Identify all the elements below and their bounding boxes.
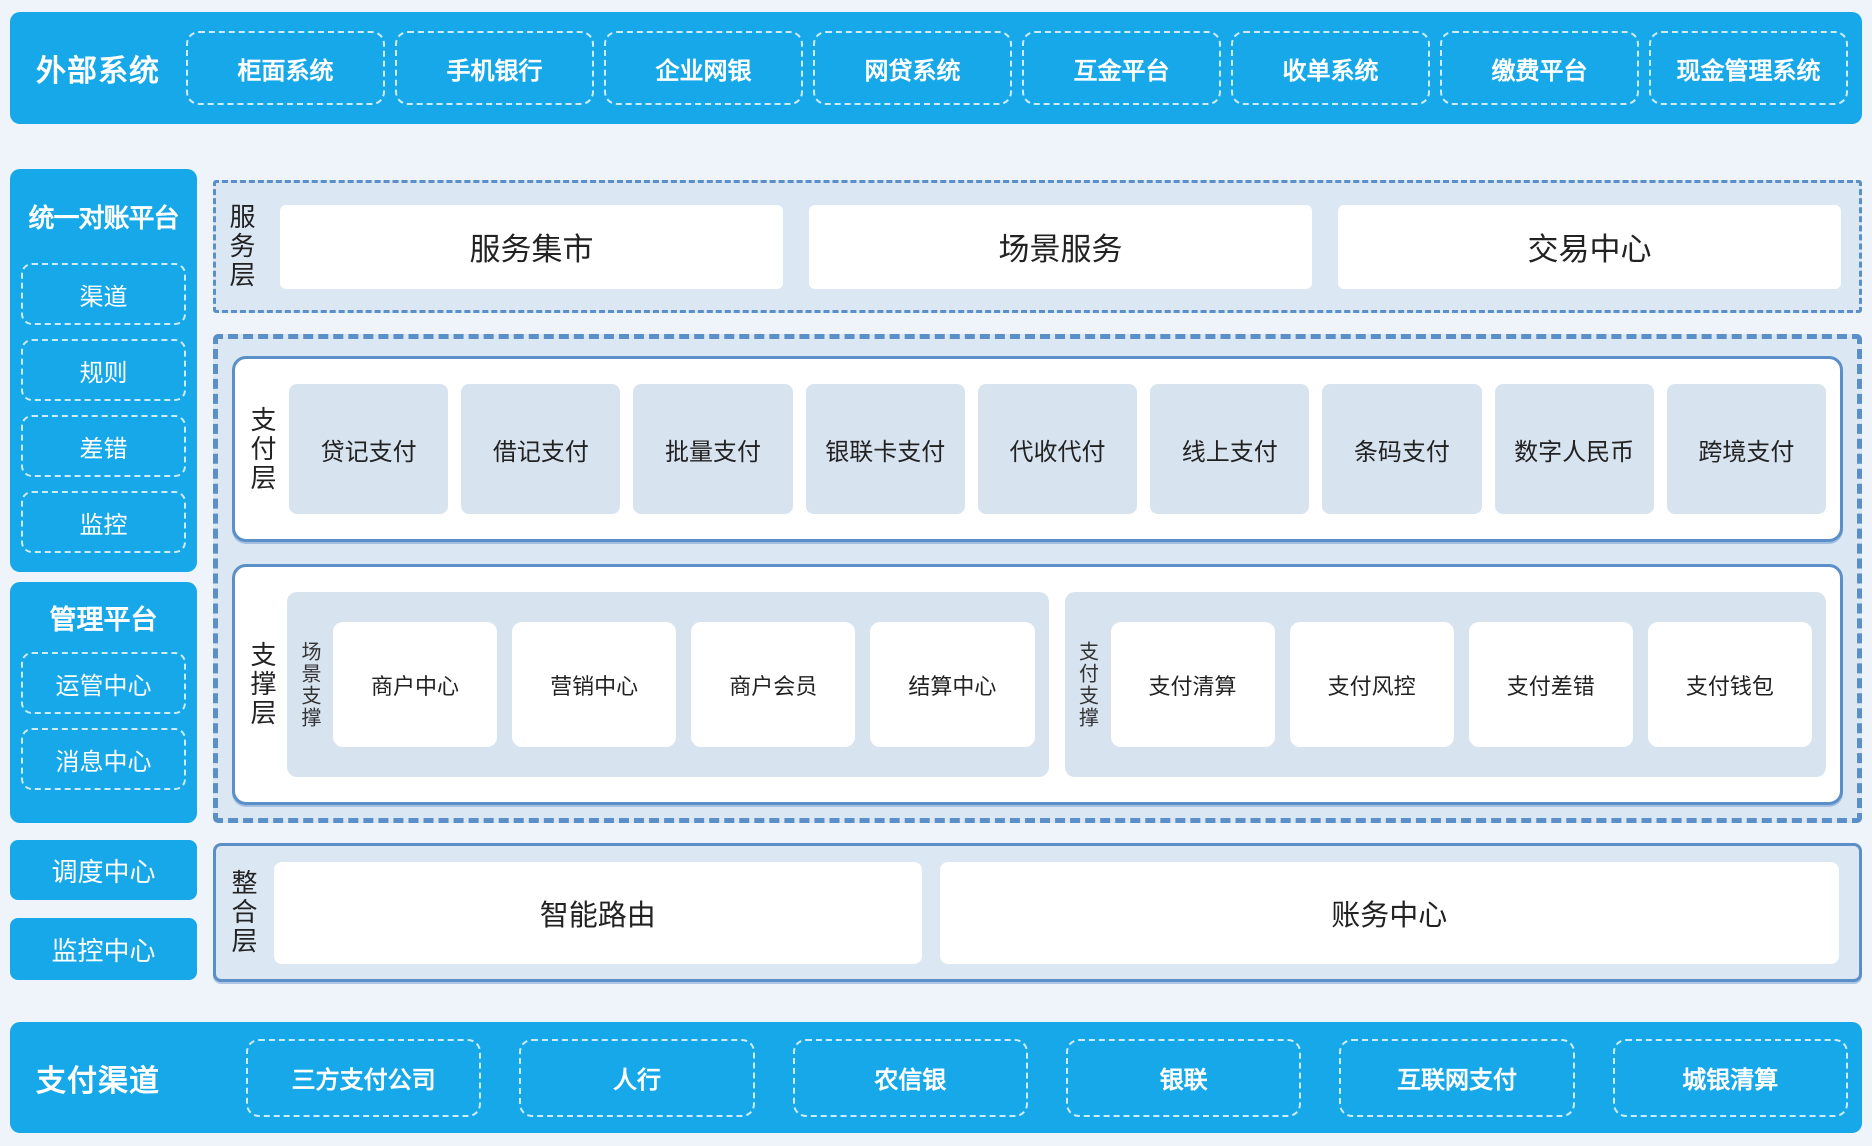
payment-layer: 支付层 贷记支付 借记支付 批量支付 银联卡支付 代收代付 线上支付 条码支付 … [232, 356, 1843, 542]
scene-support-item: 营销中心 [512, 622, 677, 747]
scene-support-label: 场景支撑 [298, 640, 320, 729]
payment-layer-items: 贷记支付 借记支付 批量支付 银联卡支付 代收代付 线上支付 条码支付 数字人民… [289, 384, 1826, 514]
reconciliation-platform-title: 统一对账平台 [28, 202, 179, 233]
scene-support-panel: 场景支撑 商户中心 营销中心 商户会员 结算中心 [287, 592, 1049, 777]
scene-support-item: 结算中心 [870, 622, 1035, 747]
payment-item: 跨境支付 [1666, 384, 1826, 514]
payment-support-panel: 支付支撑 支付清算 支付风控 支付差错 支付钱包 [1064, 592, 1826, 777]
middle-region: 统一对账平台 渠道 规则 差错 监控 管理平台 运管中心 消息中心 调度中心 监… [10, 169, 1862, 1022]
external-system-item: 互金平台 [1022, 31, 1221, 105]
reconciliation-item: 渠道 [21, 263, 186, 325]
service-layer: 服务层 服务集市 场景服务 交易中心 [213, 180, 1862, 313]
external-system-item: 现金管理系统 [1649, 31, 1848, 105]
left-sidebar: 统一对账平台 渠道 规则 差错 监控 管理平台 运管中心 消息中心 调度中心 监… [10, 169, 197, 1022]
integration-item: 账务中心 [939, 861, 1839, 964]
management-platform-panel: 管理平台 运管中心 消息中心 [10, 582, 197, 823]
payment-channel-item: 城银清算 [1612, 1038, 1848, 1117]
payment-support-label: 支付支撑 [1075, 640, 1098, 729]
external-system-item: 收单系统 [1231, 31, 1430, 105]
external-system-item: 缴费平台 [1440, 31, 1639, 105]
payment-item: 银联卡支付 [805, 384, 965, 514]
scene-support-item: 商户中心 [333, 622, 498, 747]
payment-channels-title: 支付渠道 [36, 1064, 160, 1098]
scene-support-items: 商户中心 营销中心 商户会员 结算中心 [333, 622, 1035, 747]
payment-channel-item: 银联 [1065, 1038, 1302, 1117]
payment-item: 代收代付 [977, 384, 1138, 514]
external-systems-title: 外部系统 [36, 55, 160, 88]
payment-support-items: 支付清算 支付风控 支付差错 支付钱包 [1110, 622, 1812, 747]
payment-channel-item: 农信银 [792, 1038, 1028, 1117]
payment-item: 条码支付 [1322, 384, 1482, 514]
reconciliation-item: 监控 [21, 491, 186, 553]
service-item: 场景服务 [809, 204, 1312, 289]
payment-channel-item: 人行 [519, 1038, 755, 1117]
external-systems-items: 柜面系统 手机银行 企业网银 网贷系统 互金平台 收单系统 缴费平台 现金管理系… [186, 12, 1848, 124]
payment-layer-label: 支付层 [247, 405, 277, 493]
integration-item: 智能路由 [274, 861, 922, 964]
payment-support-item: 支付差错 [1468, 622, 1633, 747]
support-layer-groups: 场景支撑 商户中心 营销中心 商户会员 结算中心 支付支撑 支付清算 [287, 592, 1826, 777]
support-layer: 支撑层 场景支撑 商户中心 营销中心 商户会员 结算中心 [232, 564, 1843, 805]
payment-support-group: 支付层 贷记支付 借记支付 批量支付 银联卡支付 代收代付 线上支付 条码支付 … [213, 334, 1862, 823]
payment-item: 数字人民币 [1494, 384, 1654, 514]
service-item: 交易中心 [1338, 204, 1841, 289]
scene-support-item: 商户会员 [691, 622, 856, 747]
management-item: 运管中心 [21, 652, 186, 714]
payment-channels-bar: 支付渠道 三方支付公司 人行 农信银 银联 互联网支付 城银清算 [10, 1022, 1862, 1133]
payment-channels-items: 三方支付公司 人行 农信银 银联 互联网支付 城银清算 [186, 1022, 1848, 1133]
payment-channel-item: 互联网支付 [1339, 1038, 1575, 1117]
reconciliation-platform-panel: 统一对账平台 渠道 规则 差错 监控 [10, 169, 197, 572]
main-column: 服务层 服务集市 场景服务 交易中心 支付层 贷记支付 借记支付 批量支付 银联… [213, 169, 1862, 1022]
payment-support-item: 支付风控 [1289, 622, 1454, 747]
payment-channel-item: 三方支付公司 [246, 1038, 482, 1117]
support-layer-label: 支撑层 [247, 641, 277, 728]
monitoring-center-block: 监控中心 [10, 918, 197, 980]
payment-item: 批量支付 [633, 384, 793, 514]
management-platform-title: 管理平台 [49, 604, 158, 635]
service-item: 服务集市 [280, 204, 783, 289]
external-system-item: 手机银行 [395, 31, 594, 105]
integration-layer: 整合层 智能路由 账务中心 [213, 843, 1862, 982]
reconciliation-item: 差错 [21, 415, 186, 477]
external-systems-bar: 外部系统 柜面系统 手机银行 企业网银 网贷系统 互金平台 收单系统 缴费平台 … [10, 12, 1862, 124]
payment-support-item: 支付清算 [1110, 622, 1275, 747]
payment-item: 贷记支付 [289, 384, 449, 514]
external-system-item: 网贷系统 [813, 31, 1012, 105]
management-item: 消息中心 [21, 728, 186, 790]
payment-support-item: 支付钱包 [1647, 622, 1812, 747]
payment-item: 借记支付 [461, 384, 621, 514]
payment-item: 线上支付 [1150, 384, 1310, 514]
service-layer-label: 服务层 [226, 203, 256, 290]
external-system-item: 企业网银 [604, 31, 803, 105]
reconciliation-item: 规则 [21, 339, 186, 401]
external-system-item: 柜面系统 [186, 31, 385, 105]
dispatch-center-block: 调度中心 [10, 840, 197, 900]
integration-layer-label: 整合层 [228, 869, 258, 956]
